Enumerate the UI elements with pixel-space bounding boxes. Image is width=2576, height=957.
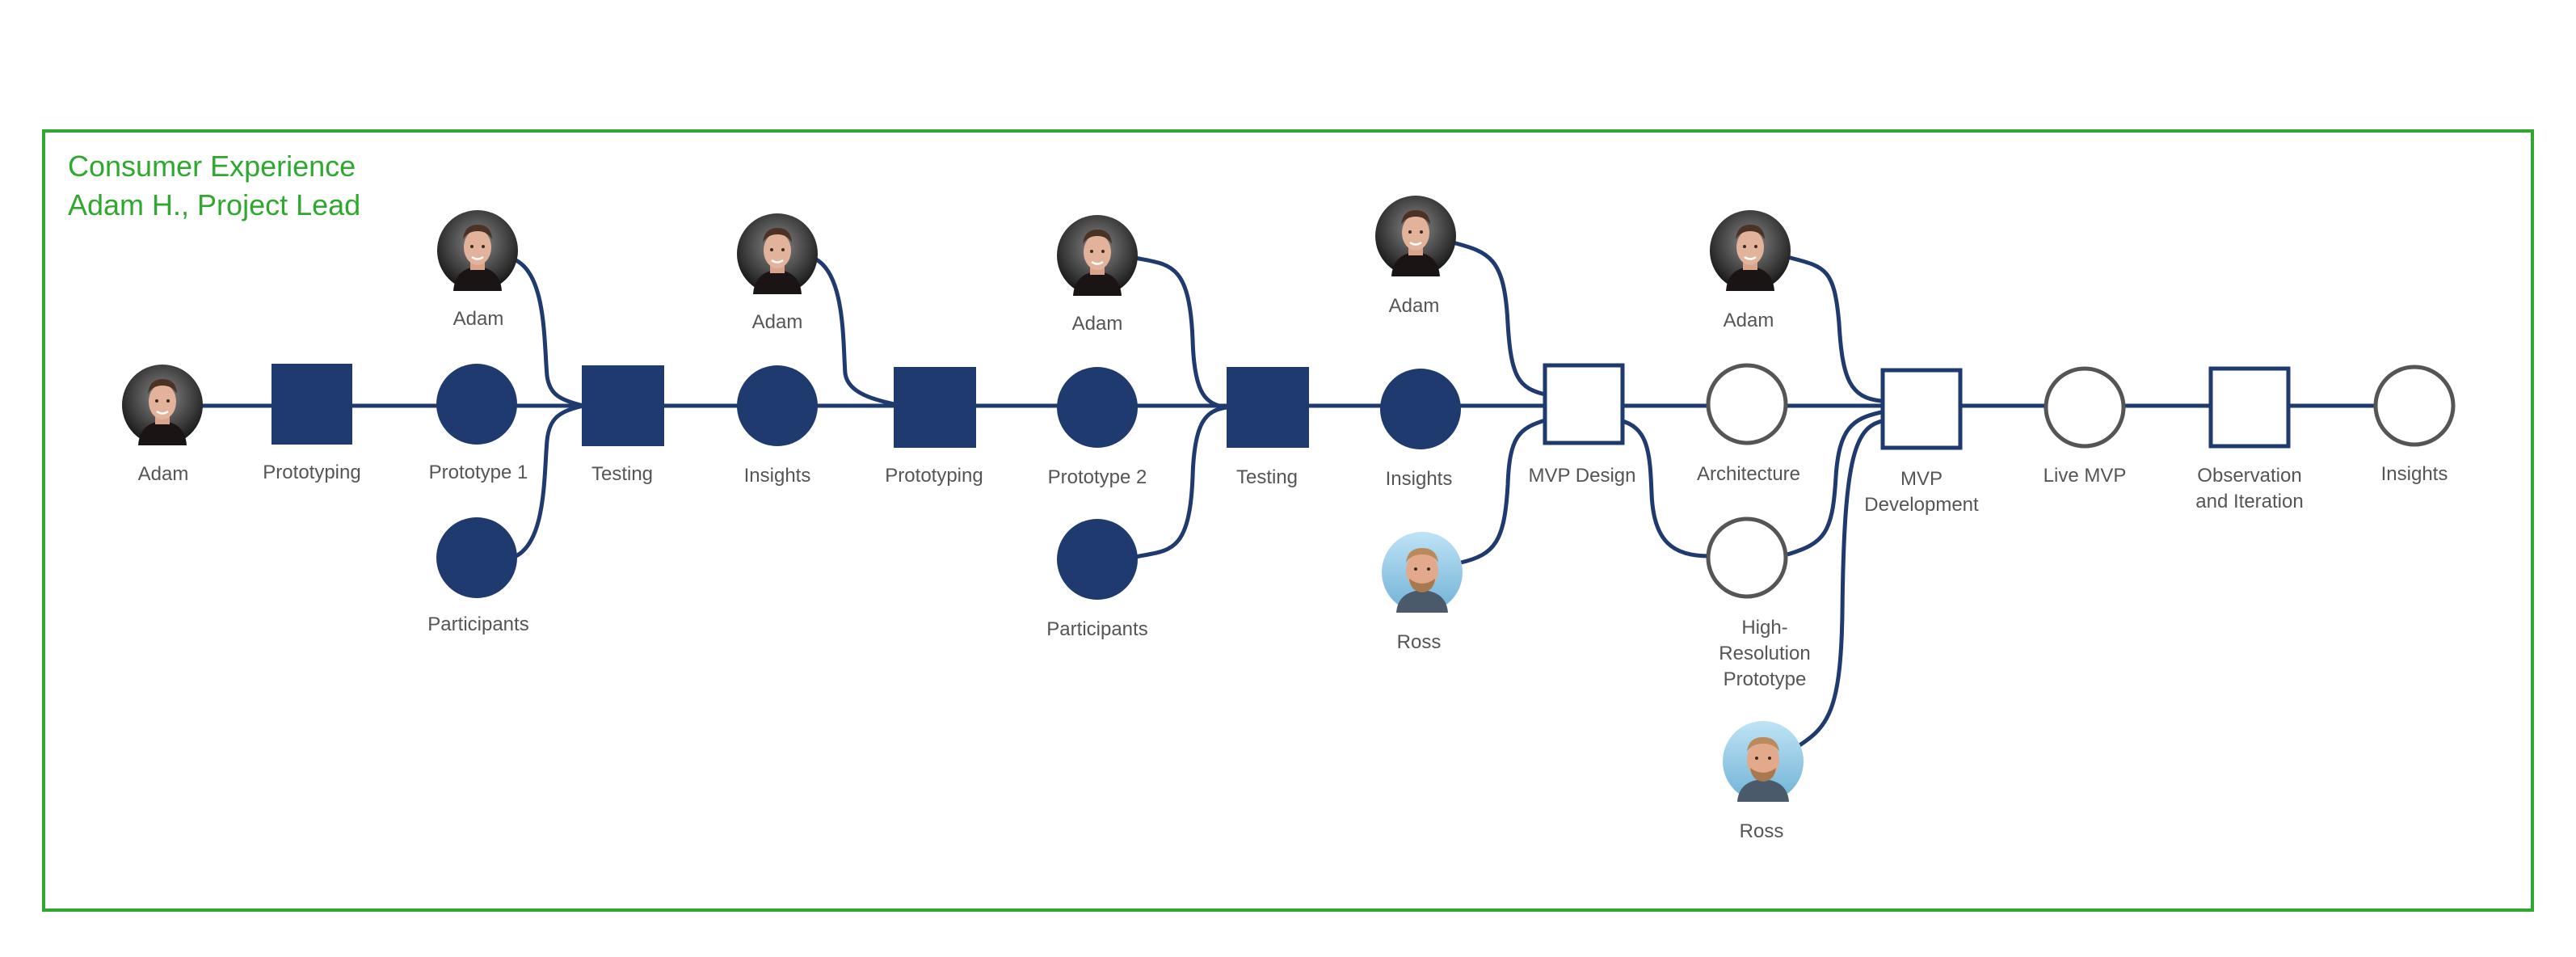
prototyping-1-label: Prototyping	[263, 462, 360, 483]
testing-1-label: Testing	[591, 463, 653, 485]
insights-2-label: Insights	[1386, 468, 1453, 490]
adam-start-label: Adam	[138, 463, 189, 485]
observation-node	[2208, 366, 2291, 449]
adam-2-label: Adam	[453, 308, 504, 330]
frame-subtitle: Adam H., Project Lead	[68, 188, 360, 221]
prototype-1-label: Prototype 1	[429, 462, 528, 483]
hires-prototype-node	[1706, 516, 1788, 599]
prototyping-2-node	[894, 367, 976, 448]
testing-2-label: Testing	[1236, 466, 1298, 488]
mvp-development-node	[1880, 368, 1963, 450]
edge-adam6-mvpdev	[1787, 255, 1882, 403]
edge-mvpdesign-hires	[1618, 418, 1711, 559]
participants-1-label: Participants	[427, 613, 528, 635]
frame-title: Consumer Experience	[68, 150, 356, 183]
adam-3-label: Adam	[752, 311, 803, 333]
hires-prototype-label-3: Prototype	[1724, 668, 1807, 690]
prototyping-1-node	[271, 364, 352, 445]
prototype-2-label: Prototype 2	[1048, 466, 1147, 488]
edge-participants1-testing1	[511, 403, 584, 560]
adam-4-label: Adam	[1072, 313, 1123, 335]
edge-hires-mvpdev	[1787, 410, 1882, 557]
edge-adam5-mvpdesign	[1452, 240, 1546, 397]
insights-3-node	[2373, 365, 2456, 447]
adam-4-avatar	[1057, 215, 1138, 296]
edge-ross2-mvpdev	[1795, 418, 1887, 749]
participants-2-node	[1057, 519, 1138, 600]
insights-2-node	[1380, 369, 1461, 449]
prototyping-2-label: Prototyping	[885, 465, 983, 487]
mvp-development-label-2: Development	[1864, 494, 1979, 516]
adam-2-avatar	[437, 210, 518, 291]
edge-adam4-testing2	[1130, 255, 1227, 410]
adam-3-avatar	[737, 213, 818, 294]
insights-3-label: Insights	[2381, 463, 2448, 485]
edge-ross1-mvpdesign	[1460, 418, 1546, 565]
testing-1-node	[582, 365, 664, 446]
adam-start-avatar	[122, 365, 203, 445]
observation-label-2: and Iteration	[2195, 491, 2303, 512]
edge-participants2-testing2	[1130, 405, 1227, 560]
ross-2-label: Ross	[1740, 820, 1784, 842]
adam-6-avatar	[1710, 210, 1791, 291]
edge-adam3-prototyping2	[810, 255, 909, 410]
adam-6-label: Adam	[1724, 310, 1774, 331]
mvp-design-node	[1543, 363, 1625, 445]
adam-5-avatar	[1375, 196, 1456, 276]
participants-1-node	[436, 517, 517, 598]
testing-2-node	[1227, 367, 1309, 448]
prototype-1-node	[436, 364, 517, 445]
mvp-design-label: MVP Design	[1529, 465, 1636, 487]
participants-2-label: Participants	[1046, 618, 1147, 640]
ross-2-avatar	[1723, 721, 1804, 802]
edge-adam2-testing1	[511, 256, 584, 408]
ross-1-label: Ross	[1397, 631, 1442, 653]
hires-prototype-label-1: High-	[1741, 617, 1787, 639]
adam-5-label: Adam	[1389, 295, 1440, 317]
project-frame	[42, 129, 2534, 912]
live-mvp-node	[2044, 366, 2126, 449]
architecture-label: Architecture	[1697, 463, 1800, 485]
hires-prototype-label-2: Resolution	[1719, 643, 1810, 664]
prototype-2-node	[1057, 367, 1138, 448]
ross-1-avatar	[1382, 532, 1463, 613]
live-mvp-label: Live MVP	[2044, 465, 2127, 487]
mvp-development-label-1: MVP	[1900, 468, 1943, 490]
architecture-node	[1706, 363, 1788, 445]
insights-1-node	[737, 365, 818, 446]
insights-1-label: Insights	[744, 465, 811, 487]
observation-label-1: Observation	[2197, 465, 2301, 487]
